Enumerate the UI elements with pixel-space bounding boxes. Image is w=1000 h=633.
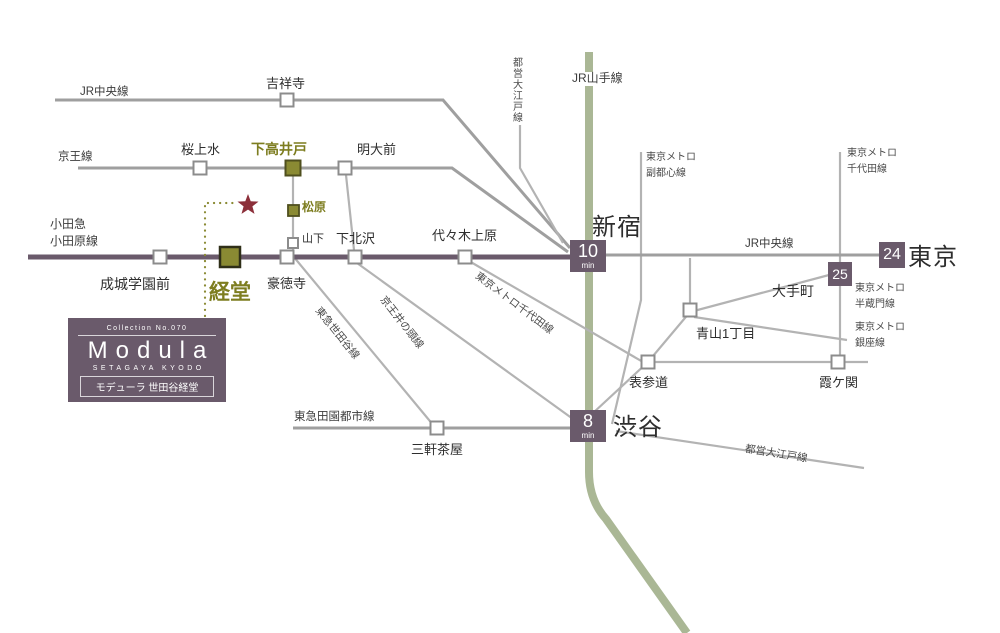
yoyogi-uehara-marker bbox=[457, 249, 473, 265]
property-star bbox=[237, 194, 259, 214]
matsubara-label: 松原 bbox=[302, 200, 327, 214]
metro-ginza-label-line1: 東京メトロ bbox=[855, 322, 905, 333]
jr-chuo-line-left bbox=[55, 98, 572, 249]
aoyama-itchome-marker bbox=[682, 302, 698, 318]
aoyama-itchome-label: 青山1丁目 bbox=[696, 326, 756, 341]
kasumigaseki-label: 霞ケ関 bbox=[819, 375, 859, 390]
kyodo-marker bbox=[218, 245, 242, 269]
metro-chiyoda-right-label-line2: 千代田線 bbox=[847, 163, 887, 175]
kichijoji-label: 吉祥寺 bbox=[266, 76, 306, 91]
sakurajosui-label: 桜上水 bbox=[181, 142, 221, 157]
metro-ginza-line bbox=[693, 315, 848, 342]
shibuya-time-badge: 8 min bbox=[570, 410, 606, 442]
metro-fukutoshin-label-line2: 副都心線 bbox=[646, 167, 686, 179]
seijogakuenmae-label: 成城学園前 bbox=[100, 276, 170, 292]
yamashita-marker bbox=[287, 237, 299, 249]
metro-ginza-label-line2: 銀座線 bbox=[855, 337, 885, 349]
shimotakaido-marker bbox=[284, 159, 302, 177]
metro-hanzomon-label-line1: 東京メトロ bbox=[855, 283, 905, 294]
omotesando-marker bbox=[640, 354, 656, 370]
shinjuku-time-value: 10 bbox=[577, 241, 599, 261]
keio-line-label: 京王線 bbox=[58, 151, 93, 163]
shinjuku-label: 新宿 bbox=[592, 214, 642, 241]
logo-brand: Modula bbox=[87, 337, 215, 364]
sangenjaya-label: 三軒茶屋 bbox=[411, 442, 464, 457]
odakyu-line-label-line2: 小田原線 bbox=[50, 233, 99, 248]
gotokuji-marker bbox=[279, 249, 295, 265]
keio-inokashira-line bbox=[344, 174, 574, 420]
shimotakaido-label: 下高井戸 bbox=[251, 141, 307, 157]
odakyu-line-label: 小田急 小田原線 bbox=[50, 216, 98, 250]
toei-oedo-top-label: 都営大江戸線 bbox=[510, 55, 522, 125]
tokyo-label: 東京 bbox=[908, 244, 958, 271]
meidaimae-label: 明大前 bbox=[357, 142, 397, 157]
sakurajosui-marker bbox=[192, 160, 208, 176]
metro-ginza-label: 東京メトロ 銀座線 bbox=[855, 320, 905, 351]
shibuya-label: 渋谷 bbox=[613, 414, 663, 441]
shimokitazawa-marker bbox=[347, 249, 363, 265]
shinjuku-time-unit: min bbox=[581, 261, 595, 270]
kyodo-label: 経堂 bbox=[209, 281, 251, 304]
metro-hanzomon-line bbox=[578, 273, 830, 427]
metro-fukutoshin-line bbox=[610, 152, 643, 425]
meidaimae-marker bbox=[337, 160, 353, 176]
jr-chuo-right-label: JR中央線 bbox=[745, 238, 794, 250]
shibuya-time-value: 8 bbox=[582, 411, 593, 431]
sangenjaya-marker bbox=[429, 420, 445, 436]
metro-hanzomon-label-line2: 半蔵門線 bbox=[855, 298, 895, 310]
metro-chiyoda-right-label-line1: 東京メトロ bbox=[847, 148, 897, 159]
tokyu-denentoshi-label: 東急田園都市線 bbox=[294, 411, 375, 423]
odakyu-line-label-line1: 小田急 bbox=[50, 217, 87, 231]
tokyo-time-badge: 24 bbox=[879, 242, 905, 268]
shimokitazawa-label: 下北沢 bbox=[336, 231, 376, 246]
metro-fukutoshin-label: 東京メトロ 副都心線 bbox=[646, 150, 696, 181]
otemachi-time-badge: 25 bbox=[828, 262, 852, 286]
jr-chuo-left-label: JR中央線 bbox=[80, 86, 129, 98]
logo-collection-no: Collection No.070 bbox=[78, 318, 216, 336]
logo-subtitle: SETAGAYA KYODO bbox=[92, 365, 205, 372]
property-connector-dotted bbox=[203, 201, 240, 318]
toei-oedo-line-bottom bbox=[615, 429, 865, 470]
modula-logo: Collection No.070 Modula SETAGAYA KYODO … bbox=[68, 318, 226, 402]
metro-chiyoda-right-label: 東京メトロ 千代田線 bbox=[845, 146, 899, 177]
metro-hanzomon-label: 東京メトロ 半蔵門線 bbox=[855, 281, 905, 312]
gotokuji-label: 豪徳寺 bbox=[267, 276, 307, 291]
shinjuku-time-badge: 10 min bbox=[570, 240, 606, 272]
omotesando-label: 表参道 bbox=[629, 375, 669, 390]
jr-yamanote-label: JR山手線 bbox=[570, 71, 625, 86]
seijogakuenmae-marker bbox=[152, 249, 168, 265]
kichijoji-marker bbox=[279, 92, 295, 108]
metro-fukutoshin-label-line1: 東京メトロ bbox=[646, 152, 696, 163]
kasumigaseki-marker bbox=[830, 354, 846, 370]
matsubara-marker bbox=[287, 204, 300, 217]
jr-yamanote-line bbox=[585, 52, 691, 633]
otemachi-label: 大手町 bbox=[772, 283, 814, 299]
logo-name-jp: モデューラ 世田谷経堂 bbox=[80, 376, 214, 397]
yoyogi-uehara-label: 代々木上原 bbox=[432, 228, 498, 243]
shibuya-time-unit: min bbox=[581, 431, 595, 440]
yamashita-label: 山下 bbox=[302, 233, 324, 245]
